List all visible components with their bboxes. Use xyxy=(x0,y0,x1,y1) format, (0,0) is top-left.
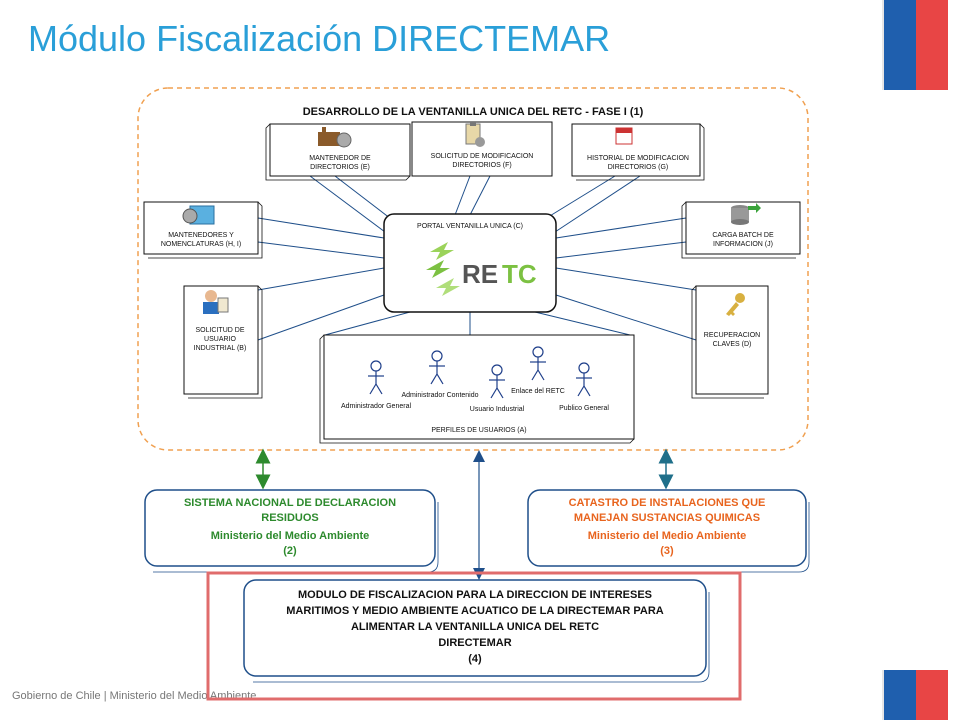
clipboard-icon xyxy=(465,122,485,147)
svg-text:CLAVES (D): CLAVES (D) xyxy=(713,341,752,348)
module-solicitud-usuario: SOLICITUD DE USUARIO INDUSTRIAL (B) xyxy=(183,285,263,399)
svg-text:USUARIO: USUARIO xyxy=(204,336,236,343)
module-carga-batch: CARGA BATCH DE INFORMACION (J) xyxy=(681,201,801,259)
module-mantenedores-nomenclaturas: MANTENEDORES Y NOMENCLATURAS (H, I) xyxy=(143,201,263,259)
calendar-icon xyxy=(615,127,633,145)
svg-text:INFORMACION (J): INFORMACION (J) xyxy=(713,241,773,248)
perfiles-usuarios: Administrador General Administrador Cont… xyxy=(319,334,635,444)
svg-text:Publico General: Publico General xyxy=(559,405,609,412)
retc-logo-icon xyxy=(426,242,460,296)
svg-text:MANTENEDORES Y: MANTENEDORES Y xyxy=(168,232,234,239)
actor-icon xyxy=(530,346,546,381)
retc-logo-text: RE xyxy=(462,259,498,289)
modulo-fiscalizacion-box: MODULO DE FISCALIZACION PARA LA DIRECCIO… xyxy=(243,579,710,683)
svg-text:Enlace del RETC: Enlace del RETC xyxy=(511,388,565,395)
svg-text:DIRECTORIOS (G): DIRECTORIOS (G) xyxy=(608,164,669,171)
svg-text:Administrador General: Administrador General xyxy=(341,403,411,410)
svg-text:Usuario Industrial: Usuario Industrial xyxy=(470,406,525,413)
svg-text:PERFILES DE USUARIOS (A): PERFILES DE USUARIOS (A) xyxy=(431,427,526,434)
svg-text:DIRECTORIOS (F): DIRECTORIOS (F) xyxy=(452,162,511,169)
svg-text:NOMENCLATURAS (H, I): NOMENCLATURAS (H, I) xyxy=(161,241,241,248)
user-icon xyxy=(203,290,229,314)
svg-text:MANTENEDOR DE: MANTENEDOR DE xyxy=(309,155,371,162)
actor-icon xyxy=(368,360,384,395)
page-title: Módulo Fiscalización DIRECTEMAR xyxy=(28,18,611,59)
svg-text:DIRECTORIOS (E): DIRECTORIOS (E) xyxy=(310,164,370,171)
svg-text:RESIDUOS: RESIDUOS xyxy=(261,512,318,524)
actor-icon xyxy=(576,362,592,397)
svg-text:CATASTRO DE INSTALACIONES QUE: CATASTRO DE INSTALACIONES QUE xyxy=(569,497,766,509)
connector-lines xyxy=(257,175,697,341)
svg-text:MODULO DE FISCALIZACION PARA L: MODULO DE FISCALIZACION PARA LA DIRECCIO… xyxy=(298,589,652,601)
actor-icons xyxy=(368,346,592,399)
module-mantenedor: MANTENEDOR DE DIRECTORIOS (E) xyxy=(265,123,411,181)
module-historial: HISTORIAL DE MODIFICACION DIRECTORIOS (G… xyxy=(571,123,705,181)
svg-text:MANEJAN SUSTANCIAS QUIMICAS: MANEJAN SUSTANCIAS QUIMICAS xyxy=(574,512,760,524)
svg-text:(4): (4) xyxy=(468,653,482,665)
diagram-main-title: DESARROLLO DE LA VENTANILLA UNICA DEL RE… xyxy=(303,106,644,118)
svg-text:RECUPERACION: RECUPERACION xyxy=(704,332,760,339)
svg-text:PORTAL VENTANILLA UNICA (C): PORTAL VENTANILLA UNICA (C) xyxy=(417,223,523,230)
highlight-box xyxy=(206,571,742,701)
svg-text:DIRECTEMAR: DIRECTEMAR xyxy=(438,637,511,649)
svg-text:SISTEMA NACIONAL DE DECLARACIO: SISTEMA NACIONAL DE DECLARACION xyxy=(184,497,396,509)
module-solicitud-modificacion: SOLICITUD DE MODIFICACION DIRECTORIOS (F… xyxy=(411,121,553,177)
chile-flag-top xyxy=(882,0,948,90)
svg-text:Ministerio del Medio Ambiente: Ministerio del Medio Ambiente xyxy=(211,530,370,542)
footer-text: Gobierno de Chile | Ministerio del Medio… xyxy=(12,690,257,702)
svg-text:Ministerio del Medio Ambiente: Ministerio del Medio Ambiente xyxy=(588,530,747,542)
svg-text:SOLICITUD DE: SOLICITUD DE xyxy=(195,327,244,334)
svg-text:ALIMENTAR LA VENTANILLA UNICA: ALIMENTAR LA VENTANILLA UNICA DEL RETC xyxy=(351,621,599,633)
svg-text:INDUSTRIAL (B): INDUSTRIAL (B) xyxy=(194,345,247,352)
svg-text:HISTORIAL DE MODIFICACION: HISTORIAL DE MODIFICACION xyxy=(587,155,689,162)
factory-gear-icon xyxy=(318,127,352,148)
svg-text:(2): (2) xyxy=(283,545,297,557)
actor-icon xyxy=(489,364,505,399)
svg-text:MARITIMOS Y MEDIO AMBIENTE ACU: MARITIMOS Y MEDIO AMBIENTE ACUATICO DE L… xyxy=(286,605,664,617)
svg-text:(3): (3) xyxy=(660,545,674,557)
gear-folder-icon xyxy=(182,205,215,225)
chile-flag-bottom xyxy=(882,670,948,720)
key-icon xyxy=(726,293,745,316)
sistema-nacional-box: SISTEMA NACIONAL DE DECLARACION RESIDUOS… xyxy=(144,489,439,573)
database-icon xyxy=(731,203,761,225)
portal-ventanilla-unica: PORTAL VENTANILLA UNICA (C) RE TC xyxy=(383,213,557,313)
svg-text:SOLICITUD DE MODIFICACION: SOLICITUD DE MODIFICACION xyxy=(431,153,534,160)
actor-icon xyxy=(429,350,445,385)
module-recuperacion: RECUPERACION CLAVES (D) xyxy=(691,285,769,399)
svg-text:Administrador Contenido: Administrador Contenido xyxy=(401,392,478,399)
svg-text:TC: TC xyxy=(502,259,537,289)
svg-text:CARGA BATCH DE: CARGA BATCH DE xyxy=(712,232,774,239)
catastro-box: CATASTRO DE INSTALACIONES QUE MANEJAN SU… xyxy=(527,489,810,573)
